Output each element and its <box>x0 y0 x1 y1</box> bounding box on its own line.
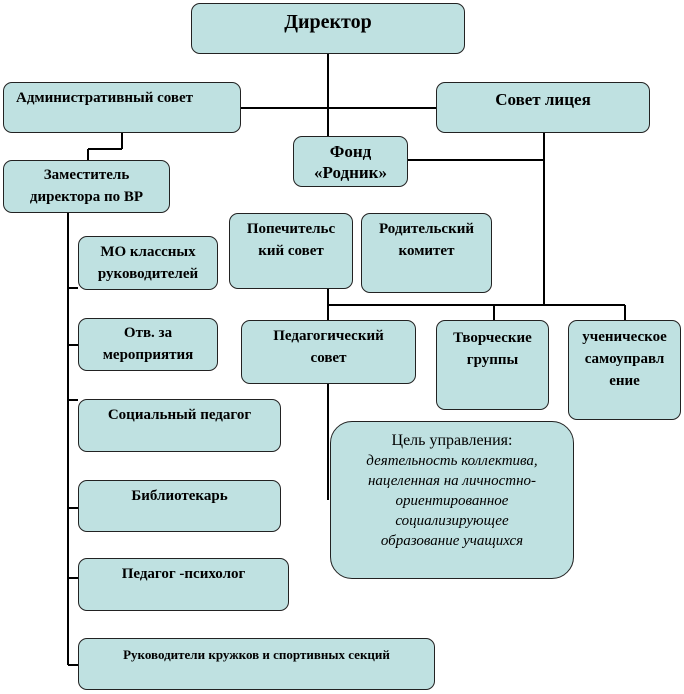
creative-groups-box: Творческие группы <box>436 320 549 410</box>
lyceum-council-box: Совет лицея <box>436 82 650 133</box>
events-label-line1: Отв. за <box>123 325 173 341</box>
director-label: Директор <box>284 11 372 33</box>
mo-class-label-line2: руководителей <box>97 266 199 282</box>
student-gov-label-line3: ение <box>609 373 640 389</box>
fund-box: Фонд «Родник» <box>293 136 408 187</box>
ped-council-label-line2: совет <box>310 350 347 366</box>
psychologist-label: Педагог -психолог <box>121 566 246 582</box>
parents-box: Родительский комитет <box>361 213 492 293</box>
trustees-label-line1: Попечительс <box>246 221 336 237</box>
admin-council-label: Административный совет <box>16 90 193 106</box>
parents-label-line2: комитет <box>398 243 455 259</box>
psychologist-box: Педагог -психолог <box>78 558 289 611</box>
trustees-box: Попечительс кий совет <box>229 213 353 289</box>
student-gov-label-line2: самоуправл <box>584 351 665 367</box>
deputy-label-line1: Заместитель <box>43 167 130 183</box>
goal-line-5: образование учащихся <box>380 533 524 549</box>
student-gov-box: ученическое самоуправл ение <box>568 320 681 420</box>
management-goal-box: Цель управления: деятельность коллектива… <box>330 421 574 579</box>
ped-council-label-line1: Педагогический <box>273 328 384 344</box>
mo-class-label-line1: МО классных <box>100 244 196 260</box>
events-label-line2: мероприятия <box>102 347 194 363</box>
director-box: Директор <box>191 3 465 54</box>
social-ped-label: Социальный педагог <box>107 407 252 423</box>
ped-council-box: Педагогический совет <box>241 320 416 384</box>
librarian-label: Библиотекарь <box>131 488 228 504</box>
goal-line-2: нацеленная на личностно- <box>367 473 537 489</box>
parents-label-line1: Родительский <box>378 221 475 237</box>
goal-line-1: деятельность коллектива, <box>366 453 538 469</box>
lyceum-council-label: Совет лицея <box>495 90 591 109</box>
admin-council-box: Административный совет <box>3 82 241 133</box>
fund-label-line1: Фонд <box>329 142 372 161</box>
events-box: Отв. за мероприятия <box>78 318 218 371</box>
librarian-box: Библиотекарь <box>78 480 281 532</box>
creative-groups-label-line1: Творческие <box>453 330 532 346</box>
fund-label-line2: «Родник» <box>314 163 387 182</box>
goal-line-3: ориентированное <box>395 493 509 509</box>
mo-class-box: МО классных руководителей <box>78 236 218 290</box>
goal-heading: Цель управления: <box>391 432 513 449</box>
club-leaders-label: Руководители кружков и спортивных секций <box>123 647 390 662</box>
student-gov-label-line1: ученическое <box>582 329 667 345</box>
deputy-label-line2: директора по ВР <box>29 189 144 205</box>
creative-groups-label-line2: группы <box>466 352 519 368</box>
trustees-label-line2: кий совет <box>258 243 324 259</box>
goal-line-4: социализирующее <box>395 513 509 529</box>
club-leaders-box: Руководители кружков и спортивных секций <box>78 638 435 690</box>
social-ped-box: Социальный педагог <box>78 399 281 452</box>
deputy-box: Заместитель директора по ВР <box>3 160 170 213</box>
